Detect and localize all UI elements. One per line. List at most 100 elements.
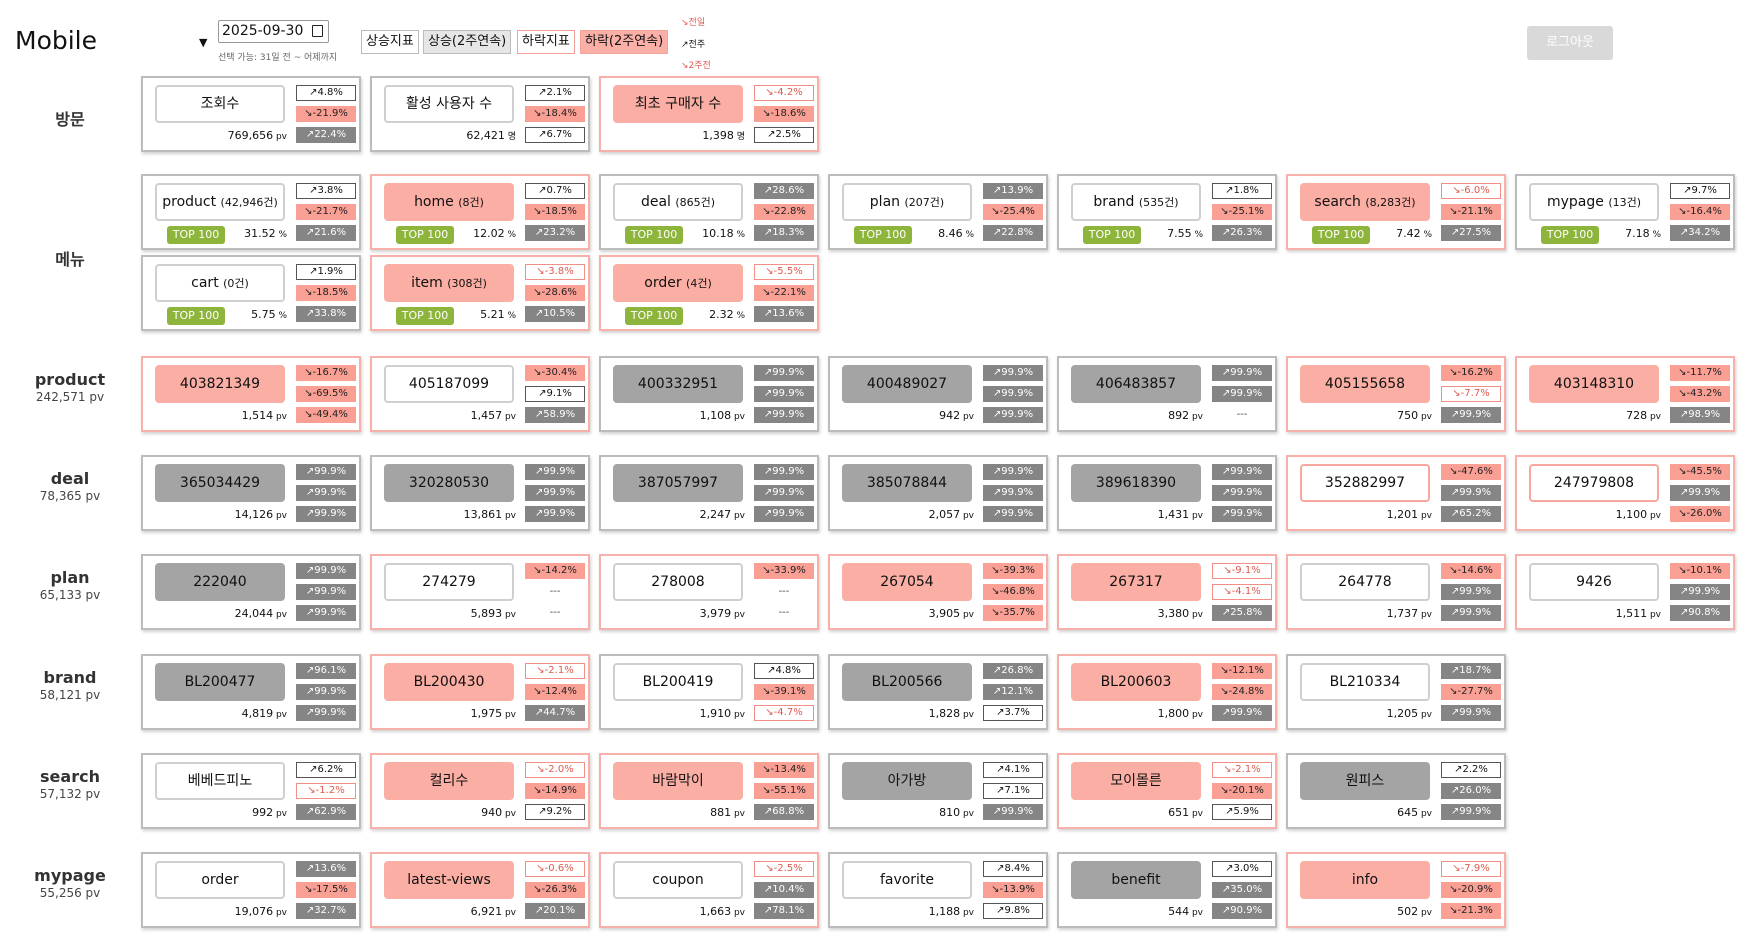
top100-badge[interactable]: TOP 100: [396, 226, 454, 244]
legend-up-2weeks-button[interactable]: 상승(2주연속): [423, 30, 512, 54]
metric-name-button[interactable]: 267054: [842, 563, 972, 601]
metric-name-button[interactable]: 405155658: [1300, 365, 1430, 403]
metric-name-button[interactable]: item (308건): [384, 264, 514, 302]
top100-badge[interactable]: TOP 100: [1541, 226, 1599, 244]
legend-down-2weeks-button[interactable]: 하락(2주연속): [580, 30, 669, 54]
metric-name-button[interactable]: 264778: [1300, 563, 1430, 601]
metric-name-button[interactable]: product (42,946건): [155, 183, 285, 221]
metric-name-button[interactable]: BL200566: [842, 663, 972, 701]
metric-name-button[interactable]: 403821349: [155, 365, 285, 403]
logout-button[interactable]: 로그아웃: [1527, 26, 1613, 60]
metric-name-button[interactable]: 활성 사용자 수: [384, 85, 514, 123]
metric-name-button[interactable]: BL210334: [1300, 663, 1430, 701]
metric-name-button[interactable]: 222040: [155, 563, 285, 601]
metric-name-button[interactable]: BL200603: [1071, 663, 1201, 701]
metric-name-button[interactable]: favorite: [842, 861, 972, 899]
metric-name-button[interactable]: 조회수: [155, 85, 285, 123]
metric-name-button[interactable]: 320280530: [384, 464, 514, 502]
metric-name-button[interactable]: order (4건): [613, 264, 743, 302]
metric-name-button[interactable]: 컬리수: [384, 762, 514, 800]
metric-name-button[interactable]: order: [155, 861, 285, 899]
metric-name-button[interactable]: 원피스: [1300, 762, 1430, 800]
metric-name-button[interactable]: BL200419: [613, 663, 743, 701]
metric-name-button[interactable]: home (8건): [384, 183, 514, 221]
metric-name-button[interactable]: BL200430: [384, 663, 514, 701]
metric-name-button[interactable]: 베베드피노: [155, 762, 285, 800]
metric-name-button[interactable]: 바람막이: [613, 762, 743, 800]
metric-name-button[interactable]: 278008: [613, 563, 743, 601]
top100-badge[interactable]: TOP 100: [167, 226, 225, 244]
metric-name-button[interactable]: BL200477: [155, 663, 285, 701]
metric-name-button[interactable]: 9426: [1529, 563, 1659, 601]
metric-name-button[interactable]: 400489027: [842, 365, 972, 403]
metric-name-button[interactable]: coupon: [613, 861, 743, 899]
metric-name-button[interactable]: info: [1300, 861, 1430, 899]
top100-badge[interactable]: TOP 100: [854, 226, 912, 244]
metric-name-button[interactable]: 406483857: [1071, 365, 1201, 403]
metric-name-button[interactable]: 274279: [384, 563, 514, 601]
metric-name-button[interactable]: 최초 구매자 수: [613, 85, 743, 123]
metric-name-button[interactable]: benefit: [1071, 861, 1201, 899]
metric-name-button[interactable]: latest-views: [384, 861, 514, 899]
metric-name-button[interactable]: 403148310: [1529, 365, 1659, 403]
metric-name-button[interactable]: mypage (13건): [1529, 183, 1659, 221]
legend-down-button[interactable]: 하락지표: [517, 30, 575, 54]
top100-badge[interactable]: TOP 100: [1312, 226, 1370, 244]
date-input[interactable]: 2025-09-30: [218, 20, 329, 43]
metric-name-button[interactable]: 아가방: [842, 762, 972, 800]
metric-name-button[interactable]: 389618390: [1071, 464, 1201, 502]
metric-name-button[interactable]: 247979808: [1529, 464, 1659, 502]
platform-dropdown-chevron-icon[interactable]: ▼: [199, 36, 208, 49]
calendar-icon[interactable]: [312, 25, 323, 37]
top100-badge[interactable]: TOP 100: [625, 226, 683, 244]
metric-name-button[interactable]: brand (535건): [1071, 183, 1201, 221]
top100-badge[interactable]: TOP 100: [1083, 226, 1141, 244]
metric-name-button[interactable]: search (8,283건): [1300, 183, 1430, 221]
metric-name-button[interactable]: plan (207건): [842, 183, 972, 221]
metric-name-button[interactable]: cart (0건): [155, 264, 285, 302]
metric-name-button[interactable]: 365034429: [155, 464, 285, 502]
metric-name-button[interactable]: 385078844: [842, 464, 972, 502]
